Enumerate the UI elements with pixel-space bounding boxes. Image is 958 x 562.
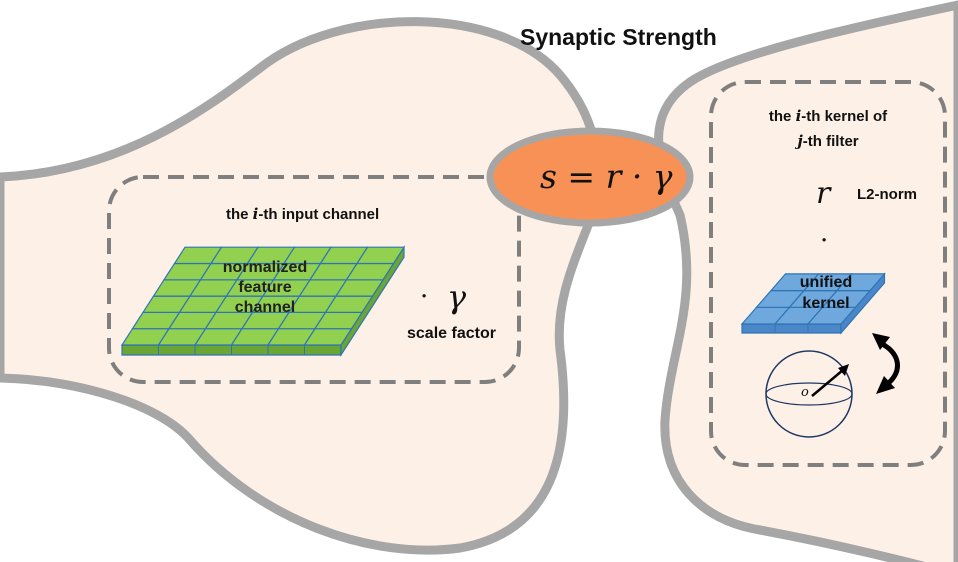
synaptic-strength-ellipse xyxy=(486,127,694,227)
feature-channel-grid xyxy=(120,245,406,358)
kernel-heading-line-1: the i-th kernel of xyxy=(711,104,945,129)
normalized-feature-channel-label: normalized feature channel xyxy=(200,258,330,318)
kernel-heading-suffix-2: -th filter xyxy=(802,133,859,150)
diagram-title: Synaptic Strength xyxy=(520,24,717,50)
input-channel-heading: the i-th input channel xyxy=(226,205,379,223)
kernel-heading-var-j: j xyxy=(797,132,803,150)
kernel-box xyxy=(709,80,947,467)
kernel-grid-cell xyxy=(835,273,886,292)
double-arrow-icon xyxy=(872,333,900,394)
kernel-heading-prefix: the xyxy=(768,108,796,125)
kernel-grid-front-face xyxy=(741,323,842,334)
grid-label-line-3: channel xyxy=(234,299,296,316)
heading-suffix: -th input channel xyxy=(258,206,380,223)
heading-var-i: i xyxy=(252,205,259,223)
grid-label-line-2: feature xyxy=(238,279,292,296)
l2-norm-label: L2-norm xyxy=(857,186,917,203)
input-channel-box xyxy=(107,175,521,384)
kernel-heading-line-2: j-th filter xyxy=(711,129,945,154)
norm-symbol-r: r xyxy=(816,176,831,211)
multiply-dot: · xyxy=(420,282,429,312)
sphere-origin-label: o xyxy=(801,385,809,400)
scale-factor-label: scale factor xyxy=(407,325,496,342)
unit-sphere-icon xyxy=(765,350,853,438)
kernel-heading-var-i: i xyxy=(795,107,802,125)
feature-grid-cell xyxy=(355,246,406,265)
unified-kernel-label: unified kernel xyxy=(776,272,876,314)
kernel-label-line-2: kernel xyxy=(802,295,850,312)
kernel-label-line-1: unified xyxy=(799,274,853,291)
kernel-multiply-dot: · xyxy=(820,226,829,256)
kernel-heading-suffix: -th kernel of xyxy=(801,108,888,125)
heading-prefix: the xyxy=(226,206,253,223)
kernel-heading: the i-th kernel of j-th filter xyxy=(711,104,945,154)
gamma-symbol: γ xyxy=(447,278,467,316)
grid-label-line-1: normalized xyxy=(222,259,308,276)
unified-kernel-grid xyxy=(740,272,886,335)
formula-label: s = r · γ xyxy=(540,157,673,196)
